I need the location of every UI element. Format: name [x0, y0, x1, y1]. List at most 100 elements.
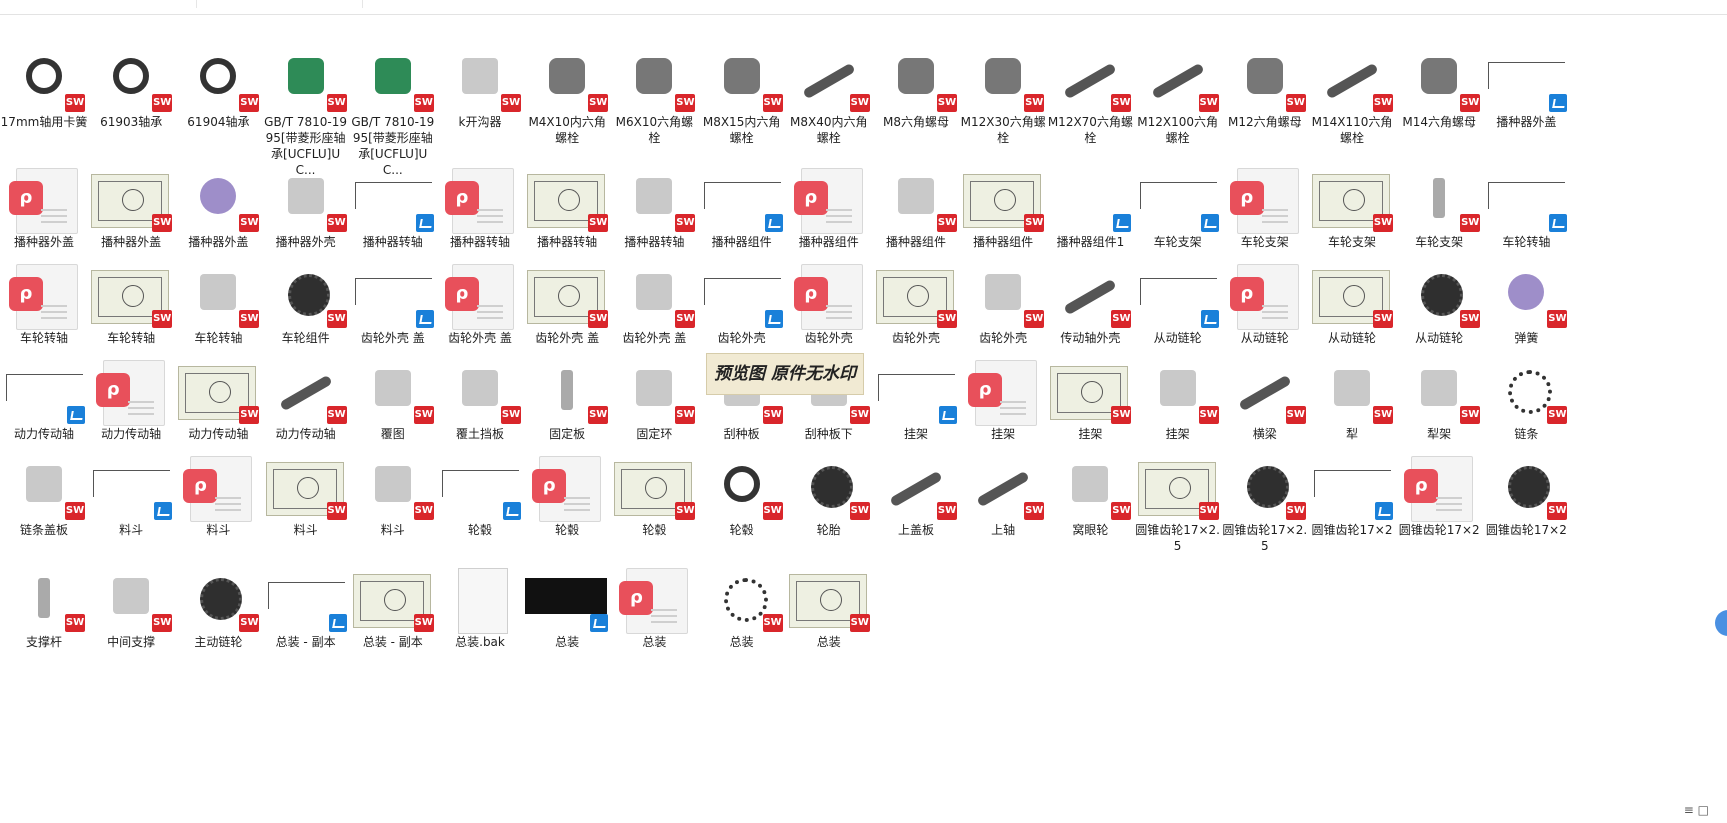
- file-item[interactable]: 播种器组件: [696, 168, 788, 250]
- file-item[interactable]: 总装.bak: [434, 568, 526, 650]
- file-item[interactable]: 齿轮外壳: [696, 264, 788, 346]
- file-item[interactable]: 圆锥齿轮17×2: [1306, 456, 1398, 538]
- file-item[interactable]: 车轮转轴: [1480, 168, 1572, 250]
- file-item[interactable]: 从动链轮: [1132, 264, 1224, 346]
- file-item[interactable]: 播种器转轴: [347, 168, 439, 250]
- file-item[interactable]: 轮毂: [434, 456, 526, 538]
- view-mode-icon[interactable]: ≡ □: [1683, 803, 1709, 817]
- file-item[interactable]: 挂架: [870, 360, 962, 442]
- file-item[interactable]: 车轮支架: [1132, 168, 1224, 250]
- file-item[interactable]: 播种器外盖: [1480, 48, 1572, 130]
- floating-button[interactable]: [1715, 610, 1727, 636]
- file-item[interactable]: 齿轮外壳 盖: [347, 264, 439, 346]
- file-item[interactable]: 总装 - 副本: [260, 568, 352, 650]
- file-item[interactable]: 料斗: [85, 456, 177, 538]
- file-item[interactable]: 总装: [521, 568, 613, 650]
- file-item[interactable]: 播种器组件1: [1044, 168, 1136, 250]
- file-item[interactable]: 动力传动轴: [0, 360, 90, 442]
